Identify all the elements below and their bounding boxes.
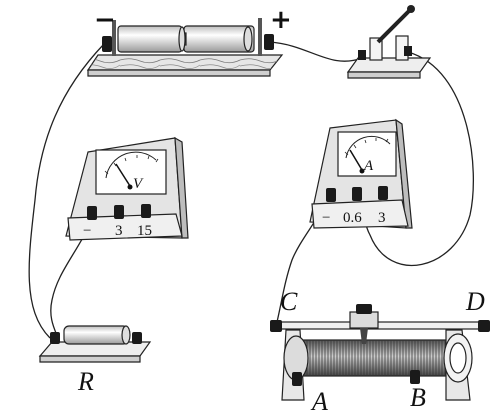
voltmeter[interactable]: V − 3 15 [65, 136, 189, 241]
voltmeter-terminal-label-neg: − [83, 223, 91, 239]
ammeter-dial [337, 131, 397, 177]
ammeter-terminal-label-0-6: 0.6 [343, 210, 362, 226]
rheostat-terminal-A[interactable] [292, 372, 302, 386]
battery-terminal-negative[interactable] [102, 36, 112, 52]
ammeter-symbol: A [363, 158, 374, 174]
ammeter-terminal-0-6[interactable] [352, 187, 362, 201]
rheostat-terminal-C[interactable] [270, 320, 282, 332]
resistor-terminal-left[interactable] [50, 332, 60, 344]
wire-voltmeter-to-resistor [50, 215, 94, 339]
rheostat-label-C: C [280, 287, 298, 316]
voltmeter-terminal-neg[interactable] [87, 206, 97, 220]
ammeter-terminal-label-neg: − [322, 210, 330, 226]
rheostat-label-D: D [465, 287, 485, 316]
ammeter-needle [349, 149, 363, 171]
voltmeter-terminal-panel [67, 213, 183, 241]
voltmeter-terminal-label-15: 15 [137, 223, 152, 239]
battery-negative-sign: − [94, 5, 116, 35]
resistor-label: R [77, 367, 94, 396]
ammeter-terminal-neg[interactable] [326, 188, 336, 202]
rheostat-slide-rod [279, 321, 481, 330]
rheostat-terminal-B[interactable] [410, 370, 420, 384]
ammeter-terminal-panel [311, 199, 409, 229]
ammeter[interactable]: A − 0.6 3 [309, 118, 413, 229]
rheostat-label-A: A [310, 387, 328, 415]
switch-terminal-right[interactable] [404, 46, 412, 56]
ammeter-terminal-label-3: 3 [378, 210, 386, 226]
rheostat-label-B: B [410, 383, 426, 412]
battery-holder[interactable]: − + [86, 5, 292, 77]
switch-blade[interactable] [376, 8, 412, 44]
rheostat-slider[interactable] [349, 304, 379, 344]
battery-positive-sign: + [270, 5, 292, 35]
voltmeter-terminal-3[interactable] [114, 205, 124, 219]
resistor-body [63, 325, 129, 345]
switch-terminal-left[interactable] [358, 50, 366, 60]
battery-cell-left [117, 25, 183, 53]
sliding-rheostat[interactable]: C D A B [270, 287, 490, 415]
voltmeter-terminal-15[interactable] [141, 204, 151, 218]
voltmeter-terminal-label-3: 3 [115, 223, 123, 239]
wire-battery-to-resistor [28, 43, 105, 339]
knife-switch[interactable] [346, 5, 432, 79]
resistor-terminal-right[interactable] [132, 332, 142, 344]
battery-terminal-positive[interactable] [264, 34, 274, 50]
ammeter-terminal-3[interactable] [378, 186, 388, 200]
switch-base [346, 57, 432, 73]
resistor[interactable]: R [38, 325, 152, 396]
voltmeter-symbol: V [133, 176, 144, 192]
voltmeter-needle [115, 163, 131, 187]
wire-battery-to-switch [269, 41, 363, 62]
rheostat-terminal-D[interactable] [478, 320, 490, 332]
